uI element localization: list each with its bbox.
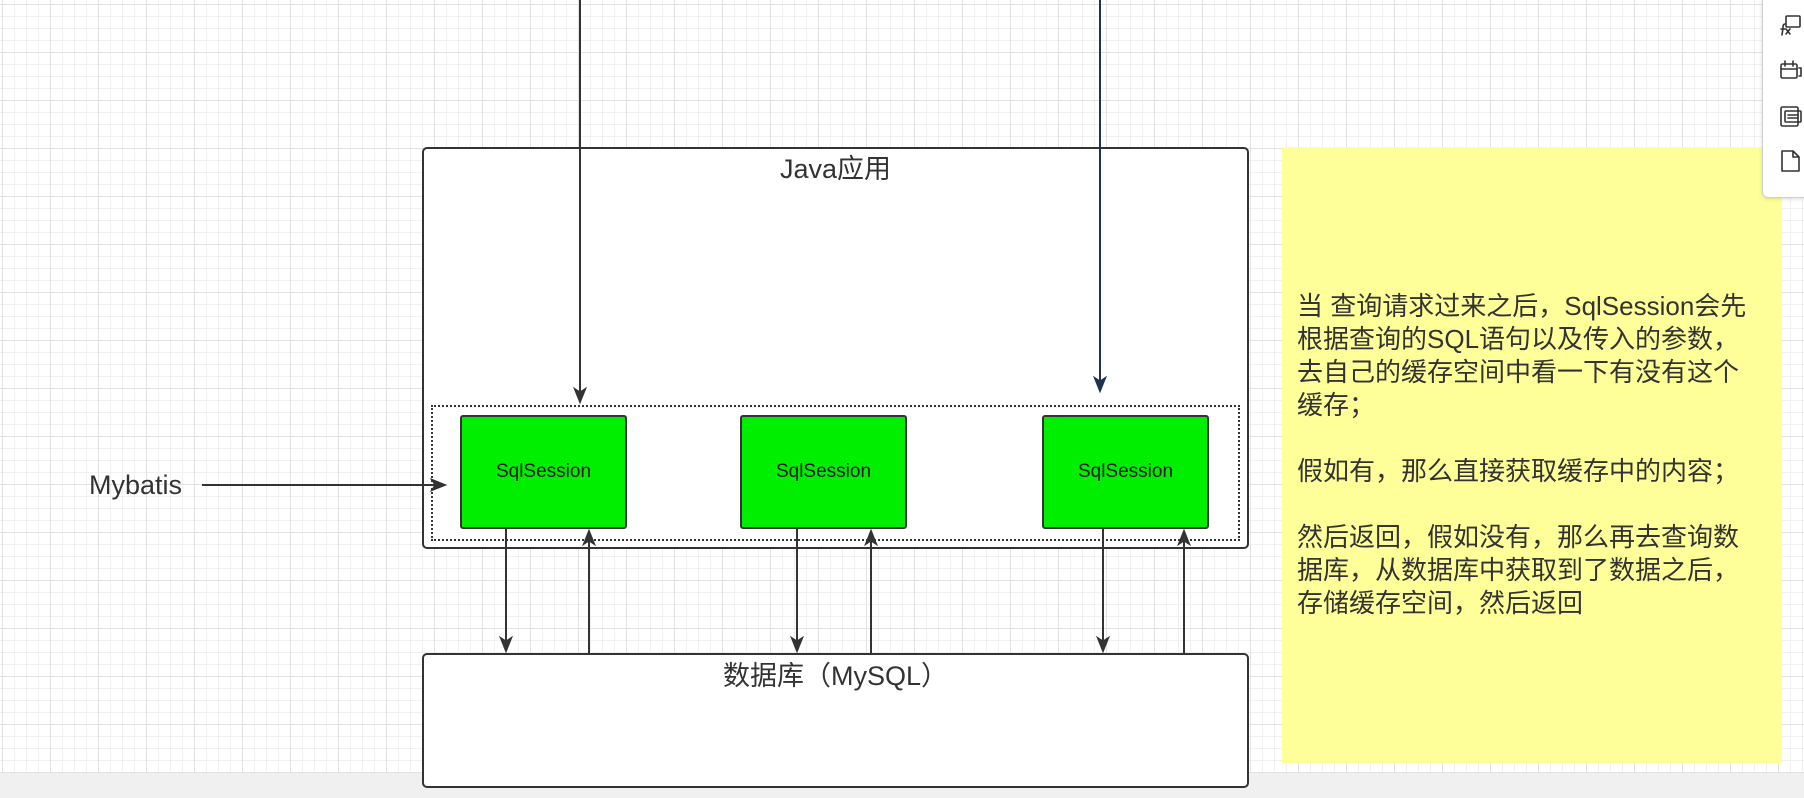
page-icon[interactable] [1778,149,1802,173]
note-line: 假如有，那么直接获取缓存中的内容； [1297,456,1740,486]
calendar-icon[interactable] [1778,58,1802,82]
note-line: 据库，从数据库中获取到了数据之后， [1297,555,1740,585]
sqlsession-box-3[interactable]: SqlSession [1042,415,1209,529]
note-line: 然后返回，假如没有，那么再去查询数 [1297,522,1740,552]
sticky-note[interactable]: 当 查询请求过来之后，SqlSession会先 根据查询的SQL语句以及传入的参… [1282,147,1782,763]
session-2-to-db-arrow[interactable] [789,529,805,654]
sqlsession-label: SqlSession [495,461,592,482]
sqlsession-label: SqlSession [775,461,872,482]
layers-icon[interactable] [1778,104,1802,128]
note-paragraph-1: 当 查询请求过来之后，SqlSession会先 根据查询的SQL语句以及传入的参… [1297,290,1782,422]
database-container[interactable]: 数据库（MySQL） [422,653,1249,788]
database-title: 数据库（MySQL） [722,661,949,691]
session-3-to-db-arrow[interactable] [1095,529,1111,654]
note-line: 去自己的缓存空间中看一下有没有这个 [1297,357,1740,387]
note-paragraph-3: 然后返回，假如没有，那么再去查询数 据库，从数据库中获取到了数据之后， 存储缓存… [1297,521,1782,620]
sqlsession-box-1[interactable]: SqlSession [460,415,627,529]
note-paragraph-2: 假如有，那么直接获取缓存中的内容； [1297,455,1782,488]
mybatis-label[interactable]: Mybatis [89,470,183,500]
sqlsession-label: SqlSession [1077,461,1174,482]
db-to-session-2-arrow[interactable] [863,528,879,653]
db-to-session-3-arrow[interactable] [1176,528,1192,653]
note-line: 根据查询的SQL语句以及传入的参数， [1297,324,1740,354]
db-to-session-1-arrow[interactable] [581,528,597,653]
request-arrow-left[interactable] [572,0,588,405]
java-app-title: Java应用 [779,154,892,184]
mybatis-group[interactable] [431,405,1240,541]
mybatis-arrow[interactable] [202,477,448,493]
note-line: 缓存； [1297,390,1376,420]
sqlsession-box-2[interactable]: SqlSession [740,415,907,529]
request-arrow-right[interactable] [1092,0,1108,394]
note-line: 存储缓存空间，然后返回 [1297,588,1584,618]
side-toolbar [1762,0,1804,198]
formula-icon[interactable] [1778,13,1802,37]
session-1-to-db-arrow[interactable] [498,529,514,654]
note-line: 当 查询请求过来之后，SqlSession会先 [1297,291,1747,321]
